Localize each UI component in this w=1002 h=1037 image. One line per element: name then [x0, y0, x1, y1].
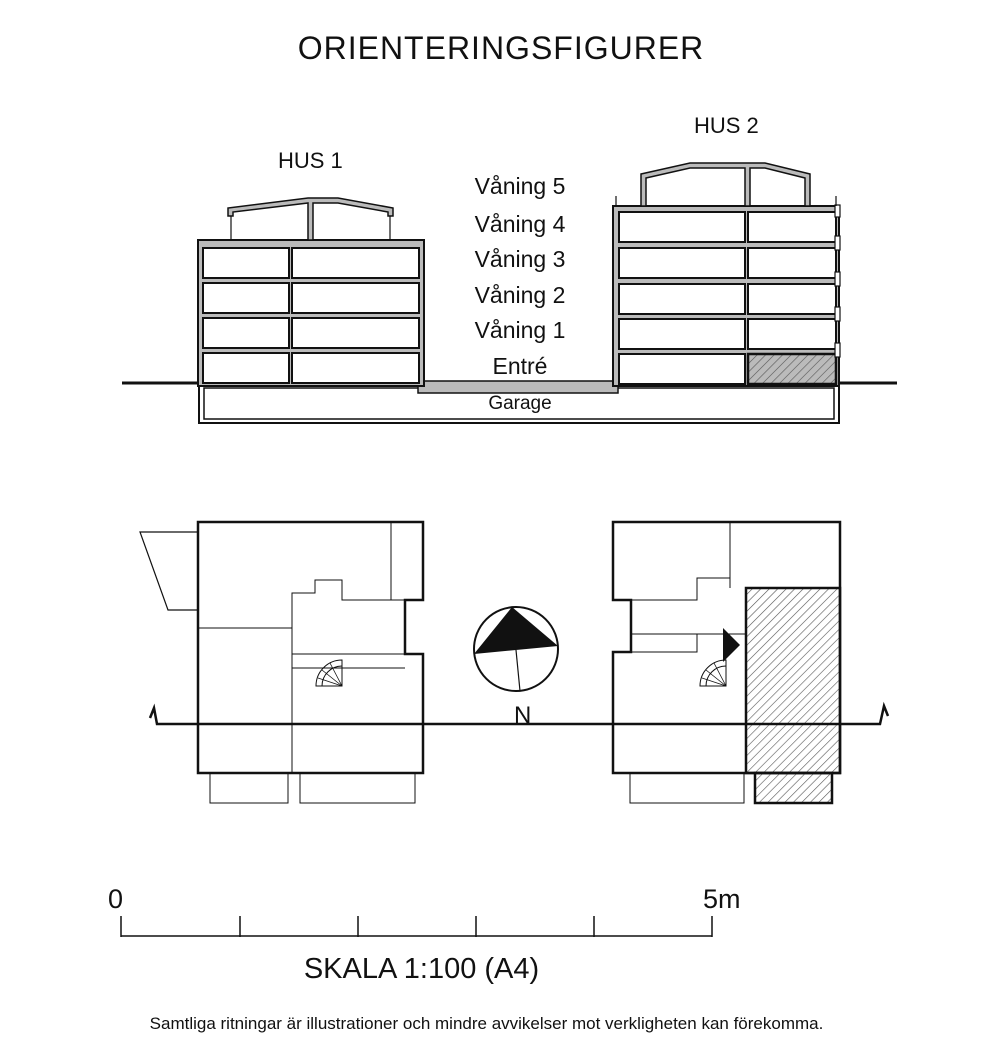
- house2-label: HUS 2: [694, 113, 759, 138]
- scale-caption: SKALA 1:100 (A4): [303, 953, 540, 985]
- floor-label-5: Våning 5: [474, 173, 566, 199]
- garage-label: Garage: [488, 393, 552, 414]
- page-title: ORIENTERINGSFIGURER: [297, 30, 705, 66]
- highlighted-apartment-plan: [744, 586, 842, 775]
- scale-start-label: 0: [108, 884, 124, 914]
- house2-section: [612, 162, 841, 387]
- highlighted-apartment-section: [746, 352, 838, 386]
- floor-label-2: Våning 2: [474, 282, 566, 308]
- section-cut-line: [148, 701, 890, 726]
- house1-section: [197, 197, 425, 387]
- compass-icon: [473, 606, 559, 692]
- scale-end-label: 5m: [703, 884, 741, 914]
- floor-label-3: Våning 3: [474, 246, 566, 272]
- entrance-arrow-icon: [723, 628, 740, 662]
- north-label: N: [514, 702, 532, 729]
- scale-bar: [120, 916, 713, 937]
- floor-label-1: Våning 1: [474, 317, 566, 343]
- house1-plan: [139, 520, 425, 804]
- floor-label-4: Våning 4: [474, 211, 566, 237]
- footnote: Samtliga ritningar är illustrationer och…: [149, 1014, 824, 1033]
- house2-plan: [611, 520, 842, 805]
- house1-label: HUS 1: [278, 148, 343, 173]
- entrance-slab: [417, 380, 619, 394]
- floor-label-entrance: Entré: [492, 353, 548, 379]
